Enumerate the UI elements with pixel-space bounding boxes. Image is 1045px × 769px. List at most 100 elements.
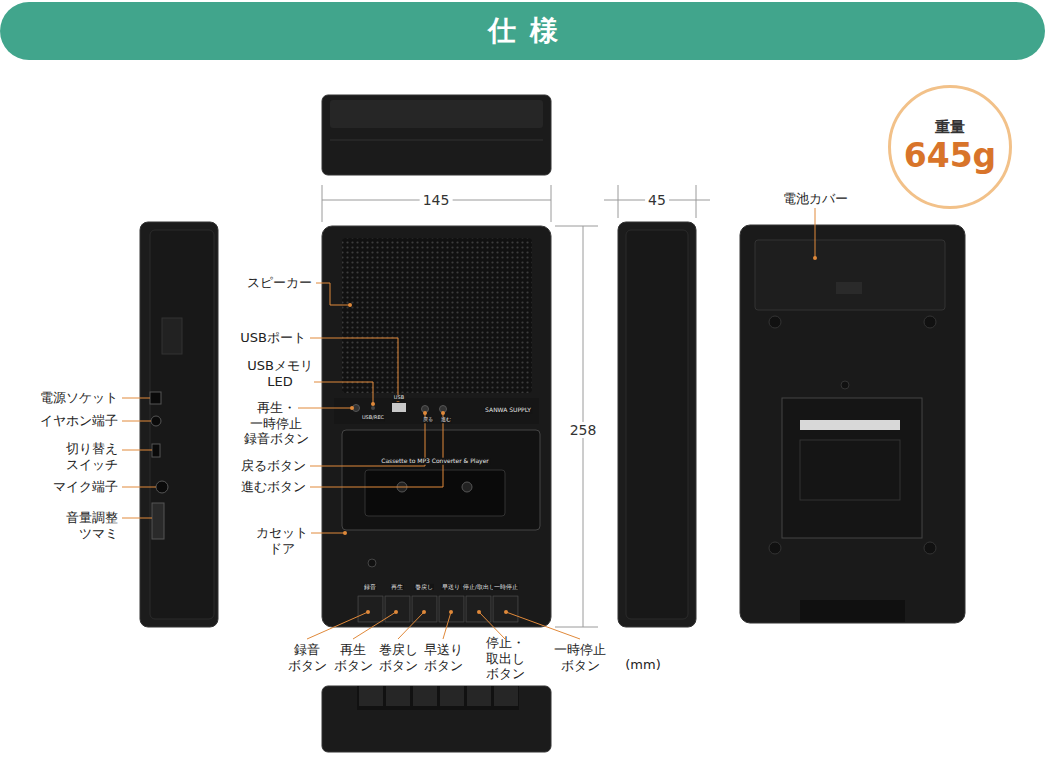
device-print: 進む xyxy=(440,417,452,423)
left-side-view-part xyxy=(140,222,218,627)
front-view-part xyxy=(368,559,376,567)
front-view xyxy=(322,226,551,627)
device-print: SANWA SUPPLY xyxy=(484,407,532,414)
back-view-part xyxy=(800,440,900,500)
dimension-lines-part xyxy=(555,627,598,628)
right-side-view-part xyxy=(618,222,696,627)
front-view-part xyxy=(365,470,505,516)
leader-dots-part xyxy=(343,531,347,535)
device-print: 早送り xyxy=(441,584,461,590)
back-view-part xyxy=(740,225,965,623)
bottom-view-part xyxy=(357,686,519,710)
bottom-view-part xyxy=(322,686,551,752)
weight-badge: 重量645g xyxy=(888,85,1012,209)
left-side-view-part xyxy=(150,392,161,404)
top-view xyxy=(322,95,551,175)
left-side-view xyxy=(140,222,218,627)
front-view-part xyxy=(493,596,518,622)
leader-dots-part xyxy=(371,402,375,406)
back-view-part xyxy=(755,240,945,310)
part-name: 早送り ボタン xyxy=(424,642,463,673)
leader-lines-part xyxy=(316,283,350,305)
leader-lines-part xyxy=(310,413,443,487)
leader-dots-part xyxy=(348,303,352,307)
title-band xyxy=(0,2,1045,60)
part-name: 進むボタン xyxy=(241,479,306,495)
front-view-part xyxy=(334,398,539,424)
right-side-view-part xyxy=(626,230,688,619)
device-print: 録音 xyxy=(363,584,377,590)
top-view-part xyxy=(322,95,551,175)
page-title: 仕様 xyxy=(0,2,1045,60)
device-print: 再生 xyxy=(390,584,404,590)
part-name: 電池カバー xyxy=(783,191,848,207)
back-view-part xyxy=(800,420,900,430)
left-side-view-part xyxy=(152,444,160,457)
part-name: 停止・取出し ボタン xyxy=(486,635,525,682)
front-view-part xyxy=(385,596,410,622)
part-name: USBメモリ LED xyxy=(247,358,313,389)
dimension-lines-part xyxy=(696,185,697,218)
leader-dots-part xyxy=(422,610,426,614)
dimension-value: 258 xyxy=(567,422,600,438)
part-name: マイク端子 xyxy=(53,479,118,495)
part-name: 一時停止 ボタン xyxy=(554,642,606,673)
leader-dots-part xyxy=(394,610,398,614)
back-view-part xyxy=(769,542,781,554)
dimension-value: 45 xyxy=(645,192,669,208)
leader-lines-part xyxy=(122,398,150,399)
front-view-part xyxy=(371,406,375,410)
part-name: 録音 ボタン xyxy=(288,642,327,673)
device-print: 戻る xyxy=(422,417,434,423)
title-band-part xyxy=(0,2,1045,60)
leader-lines-part xyxy=(314,382,373,404)
bottom-view xyxy=(322,686,551,752)
leader-dots-part xyxy=(350,406,354,410)
part-name: 再生・ 一時停止 録音ボタン xyxy=(244,400,309,447)
leader-lines-part xyxy=(122,487,156,488)
leader-lines-part xyxy=(310,338,398,400)
dimension-lines-part xyxy=(322,185,323,222)
device-print: USB xyxy=(393,395,405,401)
part-name: スピーカー xyxy=(247,275,312,291)
part-name: 音量調整 ツマミ xyxy=(66,510,118,541)
back-view-part xyxy=(841,381,849,389)
device-print: Cassette to MP3 Converter & Player xyxy=(380,458,490,465)
bottom-view-part xyxy=(413,686,437,706)
top-view-part xyxy=(330,100,543,128)
back-view-part xyxy=(769,316,781,328)
dimension-lines xyxy=(322,185,710,627)
part-name: カセット ドア xyxy=(256,525,308,556)
leader-dots xyxy=(343,256,817,614)
front-view-part xyxy=(357,595,519,623)
front-view-part xyxy=(462,482,472,492)
leader-dots-part xyxy=(449,610,453,614)
leader-lines-part xyxy=(122,450,152,451)
part-name: USBポート xyxy=(240,330,306,346)
leader-dots-part xyxy=(423,411,427,415)
part-name: イヤホン端子 xyxy=(40,413,118,429)
back-view-part xyxy=(782,398,922,538)
dimension-lines-part xyxy=(618,185,619,218)
leader-dots-part xyxy=(366,610,370,614)
device-print: USB/REC xyxy=(361,415,385,421)
top-view-part xyxy=(330,140,543,141)
dimension-lines-part xyxy=(555,226,598,227)
part-name: 再生 ボタン xyxy=(334,642,373,673)
right-side-view xyxy=(618,222,696,627)
left-side-view-part xyxy=(162,318,182,354)
part-name: 戻るボタン xyxy=(241,458,306,474)
bottom-view-part xyxy=(440,686,464,706)
front-view-part xyxy=(439,596,464,622)
badge-value: 645g xyxy=(904,137,997,175)
dimension-lines-part xyxy=(551,185,552,222)
leader-dots-part xyxy=(504,610,508,614)
back-view-part xyxy=(924,542,936,554)
front-view-part xyxy=(392,403,406,412)
leader-dots-part xyxy=(477,610,481,614)
front-view-part xyxy=(342,238,532,393)
back-view-part xyxy=(836,282,862,294)
dimension-value: 145 xyxy=(420,192,453,208)
bottom-view-part xyxy=(386,686,410,706)
